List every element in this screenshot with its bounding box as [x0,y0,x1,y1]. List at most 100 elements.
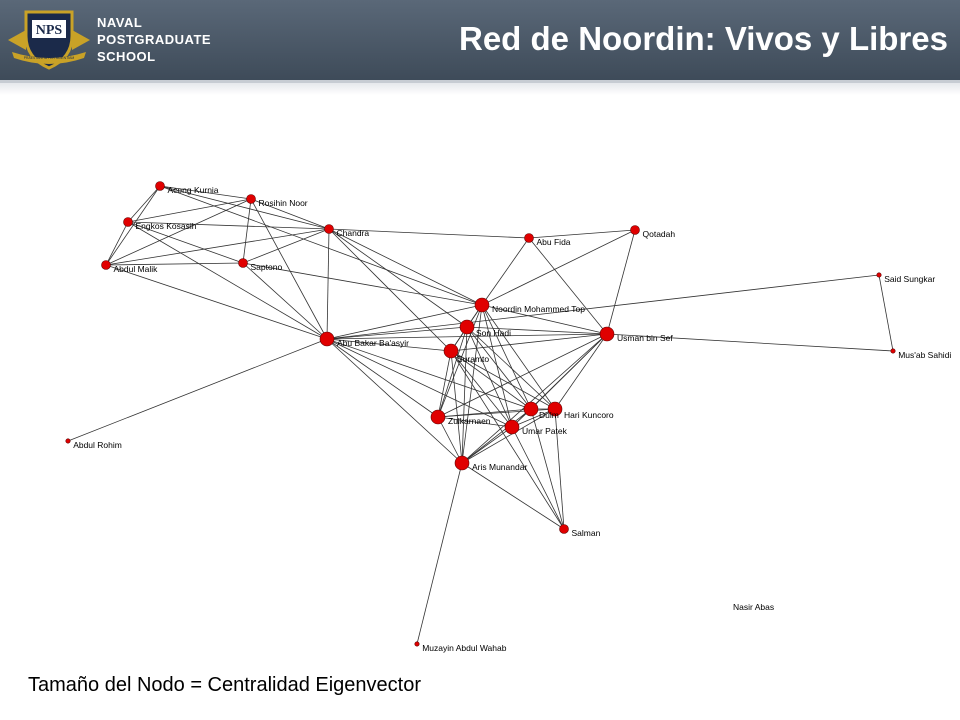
node-suramto [443,343,459,359]
edge-suramto-dulmatin [450,350,532,410]
node-label-dulmatin: Dulm [539,410,559,420]
node-label-abdulrohim: Abdul Rohim [73,440,122,450]
edge-qotadah-noordin [481,229,636,306]
edge-suramto-arismunandar [450,350,463,464]
edge-qotadah-usman [606,229,636,335]
edge-abufida-usman [528,237,608,335]
node-label-usman: Usman bin Sef [617,333,673,343]
edge-aceng-abdulmalik [105,185,161,266]
node-label-abdulmalik: Abdul Malik [114,264,159,274]
edge-suramto-salman [450,350,565,530]
edge-noordin-usman [481,304,608,335]
edge-aceng-rosihin [159,185,252,200]
edge-engkos-saptono [127,221,244,264]
edge-rosihin-abdulmalik [105,198,252,266]
edge-chandra-abufida [328,228,530,239]
header-shadow [0,83,960,95]
edge-chandra-saptono [242,228,330,264]
edge-saptono-abubakar [242,262,328,340]
edge-abdulrohim-abubakar [67,338,328,442]
edge-abdulmalik-saptono [105,262,244,266]
edge-zulkarnaen-umarpatek [437,416,513,428]
edge-abubakar-dulmatin [326,338,532,410]
node-musab [890,348,896,354]
edge-noordin-dulmatin [481,304,532,410]
edge-arismunandar-salman [461,462,565,530]
node-chandra [324,224,334,234]
slide-title: Red de Noordin: Vivos y Libres [459,20,948,57]
edge-abdulmalik-abubakar [105,264,328,340]
node-label-aceng: Aceng Kurnia [168,185,219,195]
node-sonhadi [459,319,475,335]
edge-chandra-noordin [328,228,483,306]
node-label-salman: Salman [572,528,601,538]
node-label-qotadah: Qotadah [643,229,676,239]
node-label-umarpatek: Umar Patek [522,426,568,436]
node-label-arismunandar: Aris Munandar [472,462,527,472]
edge-engkos-abubakar [127,221,328,340]
edge-suramto-zulkarnaen [437,350,452,418]
node-label-engkos: Engkos Kosasih [136,221,197,231]
edge-abubakar-arismunandar [326,338,463,464]
node-saptono [238,258,248,268]
edge-arismunandar-muzayin [416,462,463,645]
node-label-abufida: Abu Fida [537,237,571,247]
edge-rosihin-saptono [242,198,252,264]
edge-usman-harikuncoro [554,333,608,410]
node-abufida [524,233,534,243]
edge-sonhadi-usman [466,326,608,335]
edge-usman-zulkarnaen [437,333,608,418]
edge-sonhadi-dulmatin [466,326,532,410]
node-label-muzayin: Muzayin Abdul Wahab [422,643,507,653]
edge-usman-arismunandar [461,333,608,464]
edge-layer [67,185,894,645]
edge-sonhadi-abubakar [326,326,468,340]
node-label-rosihin: Rosihin Noor [259,198,308,208]
edge-saidsungkar-abubakar [326,274,880,340]
node-label-abubakar: Abu Bakar Ba'asyir [337,338,409,348]
edge-umarpatek-arismunandar [461,426,513,464]
node-salman [559,524,569,534]
edge-aceng-engkos [127,185,161,223]
logo-wordmark: NAVAL POSTGRADUATE SCHOOL [97,14,211,65]
node-qotadah [630,225,640,235]
node-label-noordin: Noordin Mohammed Top [492,304,585,314]
edge-saidsungkar-musab [878,274,894,352]
node-abdulmalik [101,260,111,270]
edge-aceng-noordin [159,185,483,306]
header-bar: NPS PRAESTANTIA PER SCIENTIAM NAVAL POST… [0,0,960,83]
edge-sonhadi-zulkarnaen [437,326,468,418]
edge-abubakar-zulkarnaen [326,338,439,418]
edge-noordin-abubakar [326,304,483,340]
node-label-sonhadi: Son Hadi [476,328,511,338]
node-saidsungkar [876,272,882,278]
node-harikuncoro [547,401,563,417]
edge-dulmatin-salman [530,408,565,530]
node-label-saptono: Saptono [251,262,283,272]
edge-rosihin-chandra [250,198,330,230]
node-muzayin [414,641,420,647]
edge-suramto-umarpatek [450,350,513,428]
node-label-saidsungkar: Said Sungkar [884,274,935,284]
node-label-zulkarnaen: Zulkarnaen [448,416,491,426]
node-usman [599,326,615,342]
edge-saptono-noordin [242,262,483,306]
node-engkos [123,217,133,227]
edge-rosihin-engkos [127,198,252,223]
caption: Tamaño del Nodo = Centralidad Eigenvecto… [28,674,422,696]
logo-line-3: SCHOOL [97,49,156,64]
edge-chandra-abubakar [326,228,330,340]
edge-usman-abubakar [326,333,608,340]
node-label-harikuncoro: Hari Kuncoro [564,410,614,420]
node-label-nasirabas: Nasir Abas [733,602,774,612]
edge-aceng-chandra [159,185,330,230]
edge-sonhadi-umarpatek [466,326,513,428]
edge-zulkarnaen-arismunandar [437,416,463,464]
edge-abubakar-suramto [326,338,452,352]
edge-noordin-harikuncoro [481,304,556,410]
edge-rosihin-abubakar [250,198,328,340]
node-abubakar [319,331,335,347]
edge-noordin-zulkarnaen [437,304,483,418]
